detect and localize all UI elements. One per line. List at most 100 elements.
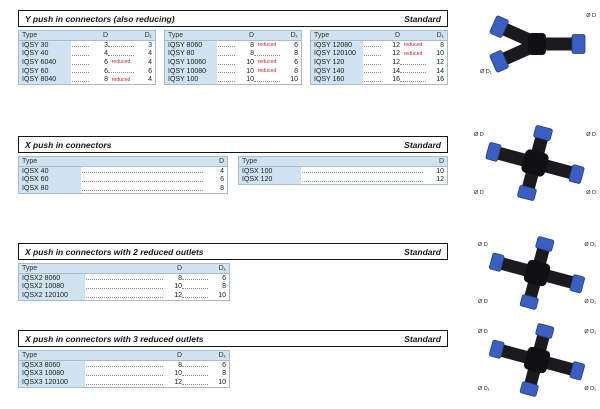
dotted-leader — [182, 366, 208, 368]
dotted-leader — [82, 172, 203, 174]
dotted-leader — [108, 72, 134, 74]
table-row: IQSY 100 10 10 — [165, 75, 301, 84]
reduced-label: reduced — [257, 42, 277, 49]
d-value: 6 — [104, 67, 108, 75]
col-d: D — [394, 32, 400, 39]
table-row: IQSY 120100 12 reduced 10 — [311, 49, 447, 59]
dotted-leader — [364, 63, 381, 65]
dim-label-d1: Ø D₁ — [584, 299, 596, 305]
type-cell: IQSY 6040 — [19, 58, 71, 67]
dim-label-d: Ø D — [478, 329, 488, 335]
reduced-label: reduced — [257, 59, 277, 66]
d-value: 4 — [104, 50, 108, 58]
dim-label-d1: Ø D₁ — [584, 329, 596, 335]
spec-table: Type D D₁ IQSY 12080 12 reduced 8 IQSY 1… — [310, 30, 448, 85]
table-row: IQSX3 8060 8 6 — [19, 361, 229, 370]
d-value: 10 — [246, 58, 254, 66]
d1-value: 8 — [222, 370, 226, 378]
dim-label-d: Ø D — [474, 190, 484, 196]
spec-table: Type D IQSX 100 10 IQSX 120 12 — [238, 156, 448, 186]
dim-label-d: Ø D — [586, 132, 596, 138]
table-row: IQSX 100 10 — [239, 167, 447, 176]
d-value: 8 — [250, 41, 254, 49]
d-value: 8 — [250, 50, 254, 58]
type-cell: IQSX2 10080 — [19, 282, 85, 292]
d-value: 12 — [392, 58, 400, 66]
col-d1: D₁ — [218, 265, 226, 272]
d1-value: 6 — [222, 361, 226, 369]
col-d1: D₁ — [144, 32, 152, 39]
y-connector-photo — [489, 15, 586, 73]
d1-value: 6 — [294, 41, 298, 49]
section-header-x2-connectors: X push in connectors with 2 reduced outl… — [18, 243, 448, 260]
table-header: Type D — [19, 157, 227, 167]
type-cell: IQSY 30 — [19, 41, 71, 50]
section-header-y-connectors: Y push in connectors (also reducing) Sta… — [18, 10, 448, 27]
d1-value: 8 — [222, 283, 226, 291]
dotted-leader — [108, 46, 134, 48]
d1-value: 10 — [436, 50, 444, 58]
dim-label-d: Ø D — [478, 299, 488, 305]
col-type: Type — [314, 32, 330, 39]
d-value: 12 — [436, 176, 444, 184]
reduced-label: reduced — [403, 42, 423, 49]
x3-connector-image: Ø D Ø D₁ Ø D₁ Ø D₁ — [478, 323, 596, 397]
table-row: IQSX3 10080 10 8 — [19, 369, 229, 379]
dim-label-d: Ø D — [478, 242, 488, 248]
table-row: IQSY 8040 8 reduced 4 — [19, 75, 155, 84]
d-value: 8 — [220, 184, 224, 192]
table-row: IQSY 60 6 6 — [19, 66, 155, 76]
spec-table: Type D D₁ IQSY 8060 8 reduced 6 IQSY 80 … — [164, 30, 302, 85]
section-title: X push in connectors with 3 reduced outl… — [25, 333, 204, 344]
dotted-leader — [182, 296, 208, 298]
col-d: D — [102, 32, 108, 39]
d-value: 10 — [174, 283, 182, 291]
table-row: IQSY 140 14 14 — [311, 66, 447, 76]
dotted-leader — [72, 63, 89, 65]
reduced-label: reduced — [403, 50, 423, 57]
d-value: 16 — [392, 76, 400, 84]
table-row: IQSX 80 8 — [19, 184, 227, 193]
dotted-leader — [72, 80, 89, 82]
table-row: IQSY 120 12 12 — [311, 58, 447, 67]
col-d1: D₁ — [290, 32, 298, 39]
d1-value: 12 — [436, 58, 444, 66]
dotted-leader — [182, 375, 208, 376]
type-cell: IQSX 40 — [19, 167, 81, 176]
dim-label-d: Ø D — [474, 132, 484, 138]
spec-table: Type D IQSX 40 4 IQSX 60 6 IQSX 80 8 — [18, 156, 228, 194]
d1-value: 6 — [148, 67, 152, 75]
type-cell: IQSY 40 — [19, 49, 71, 59]
dotted-leader — [302, 172, 423, 174]
d-value: 14 — [392, 67, 400, 75]
table-row: IQSX 120 12 — [239, 175, 447, 185]
table-row: IQSX2 10080 10 8 — [19, 282, 229, 292]
dotted-leader — [400, 63, 426, 65]
dotted-leader — [218, 55, 235, 56]
type-cell: IQSX3 10080 — [19, 369, 85, 379]
dotted-leader — [364, 72, 381, 74]
table-row: IQSX2 120100 12 10 — [19, 291, 229, 300]
dotted-leader — [218, 72, 235, 74]
d1-value: 6 — [294, 58, 298, 66]
dotted-leader — [86, 296, 163, 298]
dotted-leader — [254, 55, 280, 56]
col-d1: D₁ — [218, 352, 226, 359]
col-type: Type — [22, 32, 38, 39]
table-row: IQSX 40 4 — [19, 167, 227, 176]
type-cell: IQSX2 120100 — [19, 291, 85, 300]
col-type: Type — [22, 265, 38, 272]
d1-value: 8 — [440, 41, 444, 49]
type-cell: IQSY 160 — [311, 75, 363, 84]
type-cell: IQSY 8040 — [19, 75, 71, 84]
dotted-leader — [72, 72, 89, 74]
d-value: 4 — [220, 167, 224, 175]
type-cell: IQSY 140 — [311, 66, 363, 76]
type-cell: IQSY 80 — [165, 49, 217, 59]
col-d: D — [176, 352, 182, 359]
d-value: 6 — [220, 176, 224, 184]
d-value: 12 — [392, 50, 400, 58]
d-value: 8 — [104, 76, 108, 84]
reduced-label: reduced — [257, 68, 277, 75]
d1-value: 10 — [218, 291, 226, 299]
